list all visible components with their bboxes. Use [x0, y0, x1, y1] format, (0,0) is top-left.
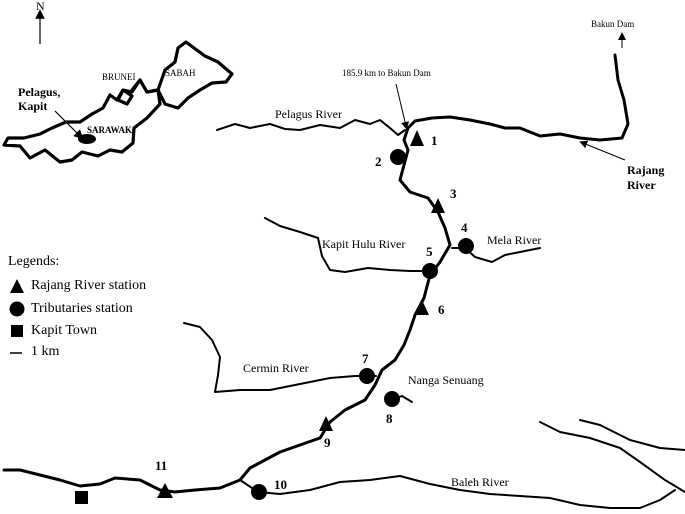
kapit-town-marker	[75, 491, 88, 504]
station-11: 11	[155, 458, 173, 498]
baleh-upper-branch	[539, 421, 685, 493]
inset-pelagus-label: Pelagus,	[18, 85, 60, 99]
north-arrow: N	[35, 0, 45, 44]
station-1: 1	[410, 130, 438, 148]
station-10-number: 10	[274, 477, 287, 492]
mela-river-label: Mela River	[487, 233, 541, 247]
station-6: 6	[415, 300, 445, 317]
sabah-outline	[130, 40, 234, 110]
legend-item-tributary-station: Tributaries station	[8, 299, 133, 319]
triangle-icon	[10, 279, 24, 293]
station-2-number: 2	[375, 154, 382, 169]
station-10: 10	[251, 477, 287, 500]
scale-bar-icon	[10, 352, 22, 354]
station-3: 3	[431, 186, 457, 213]
north-label: N	[36, 0, 45, 13]
station-2: 2	[375, 149, 406, 169]
legend-label: Kapit Town	[31, 323, 98, 338]
station-8-number: 8	[386, 411, 393, 426]
legend-label: Rajang River station	[31, 278, 147, 293]
kapit-hulu-river-label: Kapit Hulu River	[322, 237, 405, 251]
baleh-river	[239, 475, 676, 509]
inset-sarawak-label: SARAWAK	[87, 125, 132, 135]
baleh-river-label: Baleh River	[451, 475, 509, 489]
station-6-number: 6	[438, 302, 445, 317]
inset-brunei-label: BRUNEI	[102, 72, 136, 82]
cermin-river	[183, 322, 377, 393]
station-9: 9	[319, 416, 333, 450]
bakun-dam-label: Bakun Dam	[591, 19, 634, 29]
legend-label: Tributaries station	[31, 301, 133, 316]
station-11-number: 11	[155, 458, 167, 473]
distance-note-label: 185.9 km to Bakun Dam	[342, 68, 431, 78]
station-9-number: 9	[324, 435, 331, 450]
nanga-senuang-label: Nanga Senuang	[408, 373, 484, 387]
inset-map: Pelagus, Kapit SARAWAK BRUNEI SABAH	[2, 40, 234, 164]
kapit-hulu-river	[264, 217, 431, 273]
station-7: 7	[359, 351, 375, 384]
circle-icon	[9, 301, 25, 317]
brunei-outline	[116, 88, 134, 106]
pelagus-kapit-marker	[78, 134, 96, 144]
station-4-number: 4	[461, 220, 468, 235]
cermin-river-label: Cermin River	[243, 361, 309, 375]
legend-item-kapit-town: Kapit Town	[8, 321, 97, 341]
station-3-number: 3	[450, 186, 457, 201]
square-icon	[11, 325, 23, 337]
inset-sabah-label: SABAH	[165, 68, 196, 78]
station-4: 4	[458, 220, 474, 254]
rajang-river-label-1: Rajang	[627, 163, 664, 177]
rajang-river-label-2: River	[627, 178, 656, 192]
rajang-river	[2, 53, 630, 494]
station-8: 8	[384, 391, 400, 426]
legend-item-scale: 1 km	[8, 342, 59, 362]
legend-title: Legends:	[8, 254, 60, 269]
legend-item-rajang-station: Rajang River station	[8, 276, 146, 296]
pelagus-river-label: Pelagus River	[275, 107, 342, 121]
pelagus-river	[216, 119, 406, 136]
station-1-number: 1	[431, 133, 438, 148]
baleh-north-branch	[579, 419, 685, 451]
station-7-number: 7	[362, 351, 369, 366]
legend-label: 1 km	[31, 344, 60, 359]
bakun-dam-pointer: Bakun Dam	[591, 19, 634, 48]
inset-kapit-label: Kapit	[18, 99, 47, 113]
station-5: 5	[422, 244, 438, 279]
station-5-number: 5	[426, 244, 433, 259]
